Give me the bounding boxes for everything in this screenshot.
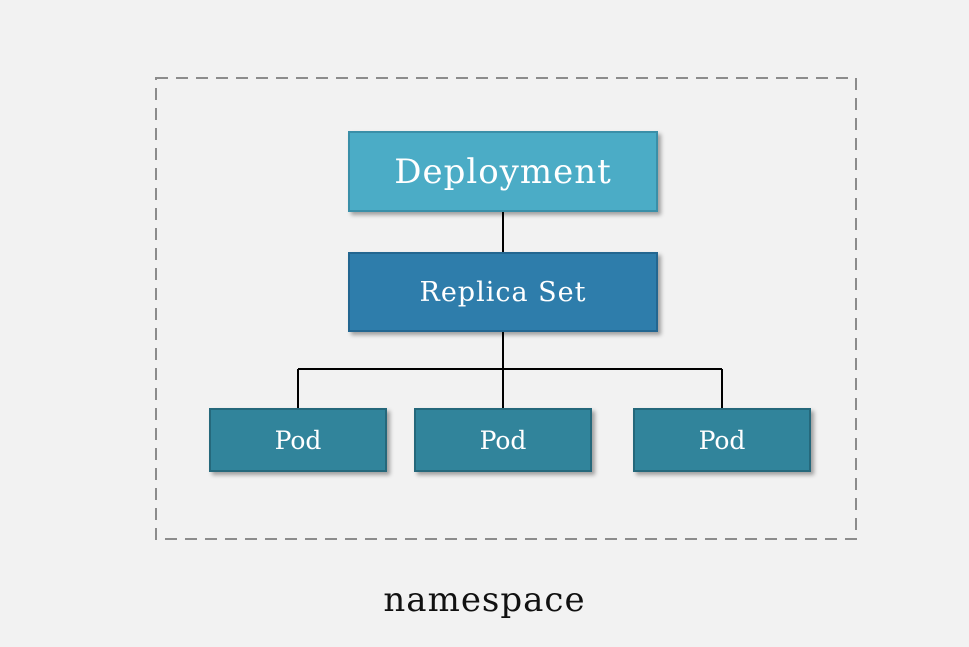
- namespace-dashed-border: [155, 77, 857, 540]
- namespace-label: namespace: [383, 580, 586, 620]
- replicaset-node: Replica Set: [348, 252, 658, 332]
- namespace-boundary: [155, 77, 857, 540]
- pod-label: Pod: [274, 425, 322, 455]
- deployment-node: Deployment: [348, 131, 658, 212]
- pod-node-2: Pod: [414, 408, 592, 472]
- replicaset-label: Replica Set: [419, 276, 587, 308]
- deployment-label: Deployment: [394, 151, 612, 192]
- pod-label: Pod: [698, 425, 746, 455]
- pod-label: Pod: [479, 425, 527, 455]
- pod-node-1: Pod: [209, 408, 387, 472]
- pod-node-3: Pod: [633, 408, 811, 472]
